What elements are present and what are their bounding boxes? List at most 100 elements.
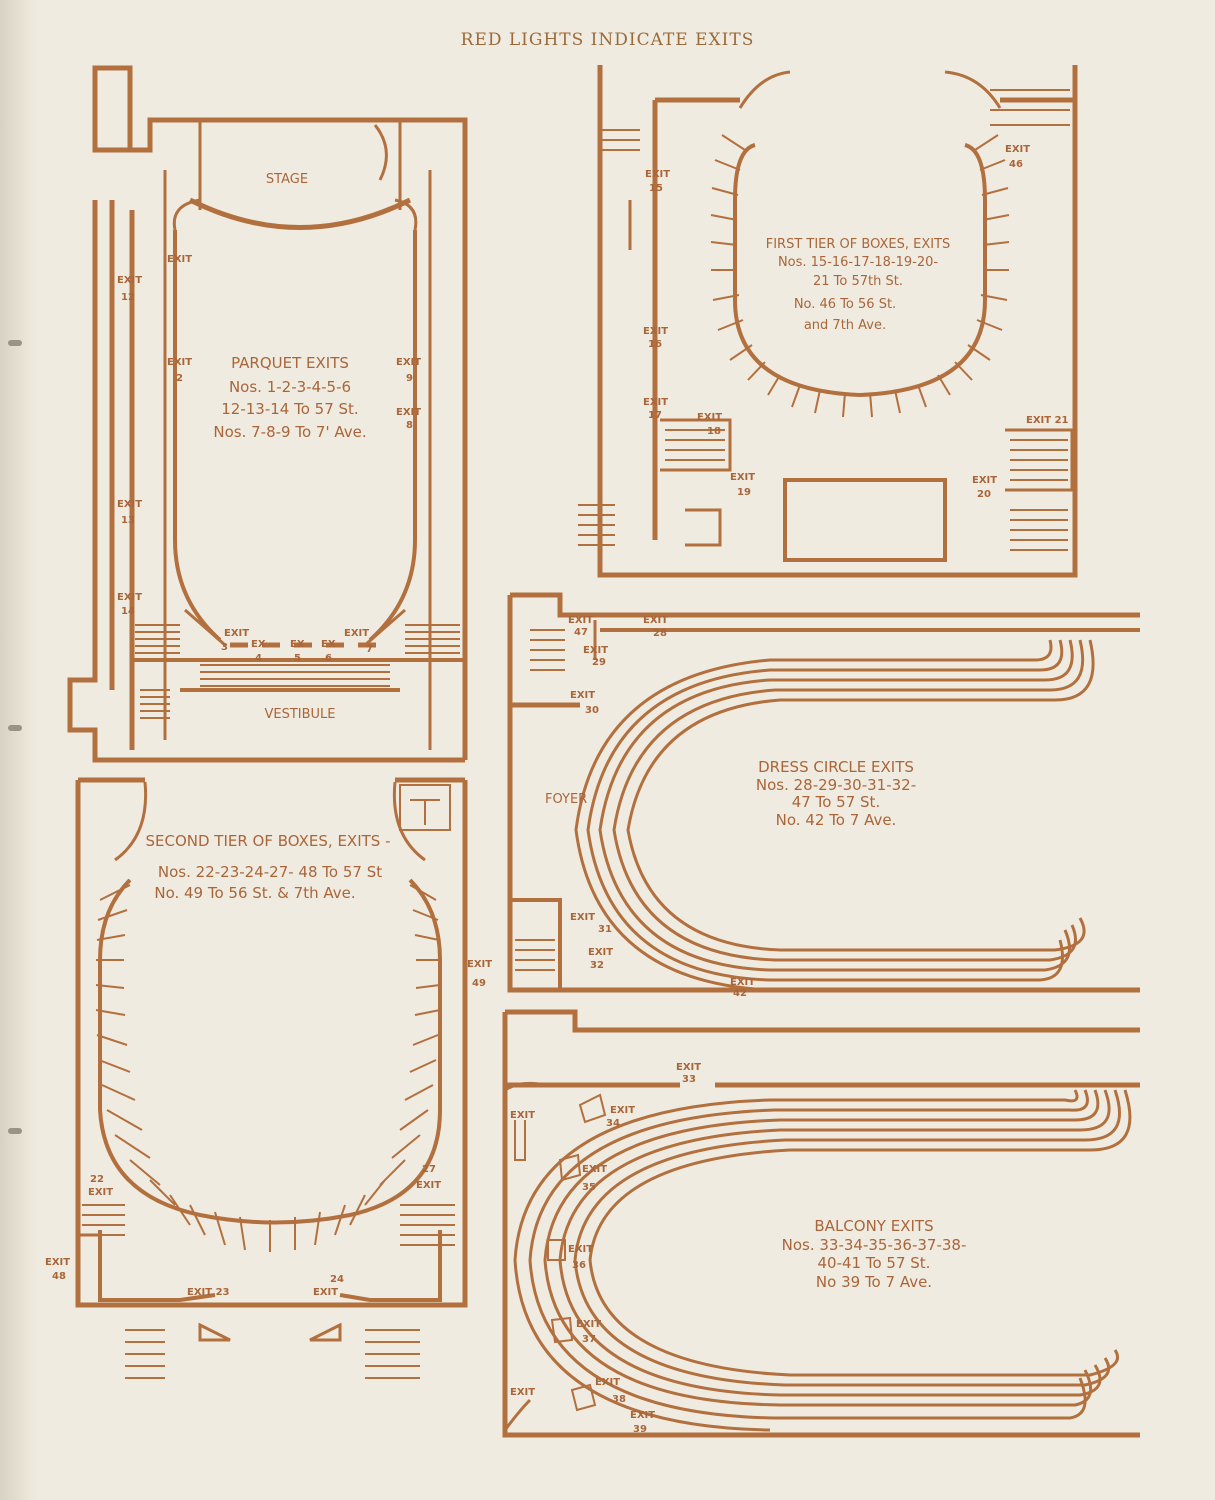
exit-36-word: EXIT xyxy=(568,1244,593,1255)
exit-13-number: 13 xyxy=(121,515,135,526)
exit-32-number: 32 xyxy=(590,960,604,971)
exit-33-word: EXIT xyxy=(676,1062,701,1073)
dress-circle-plan xyxy=(507,592,1140,993)
exit-19-word: EXIT xyxy=(730,472,755,483)
binding-staple xyxy=(8,725,22,731)
foyer-label: FOYER xyxy=(545,792,587,807)
second-tier-line-2: No. 49 To 56 St. & 7th Ave. xyxy=(154,884,355,902)
balcony-line-2: 40-41 To 57 St. xyxy=(818,1254,931,1272)
exit-13-word: EXIT xyxy=(117,499,142,510)
exit-28-word: EXIT xyxy=(643,615,668,626)
dress-circle-line-2: 47 To 57 St. xyxy=(792,793,880,811)
balcony-plan xyxy=(502,1009,1140,1438)
exit-28-number: 28 xyxy=(653,628,667,639)
first-tier-line-3: No. 46 To 56 St. xyxy=(794,297,896,312)
exit-left-top-label: EXIT xyxy=(510,1110,535,1121)
exit-22-word: EXIT xyxy=(88,1187,113,1198)
exit-19-number: 19 xyxy=(737,487,751,498)
balcony-heading: BALCONY EXITS xyxy=(814,1217,933,1235)
balcony-line-3: No 39 To 7 Ave. xyxy=(816,1273,932,1291)
first-tier-line-4: and 7th Ave. xyxy=(804,318,886,333)
exit-14-number: 14 xyxy=(121,606,135,617)
exit-34-number: 34 xyxy=(606,1118,620,1129)
parquet-line-1: Nos. 1-2-3-4-5-6 xyxy=(229,378,351,396)
parquet-heading: PARQUET EXITS xyxy=(231,354,349,372)
dress-circle-line-1: Nos. 28-29-30-31-32- xyxy=(756,776,916,794)
exit-27-word: EXIT xyxy=(416,1180,441,1191)
exit-5-number: 5 xyxy=(294,653,301,664)
exit-9-word: EXIT xyxy=(396,357,421,368)
page-title: RED LIGHTS INDICATE EXITS xyxy=(460,30,755,50)
exit-29-word: EXIT xyxy=(583,645,608,656)
exit-49-number: 49 xyxy=(472,978,486,989)
exit-20-number: 20 xyxy=(977,489,991,500)
exit-31-word: EXIT xyxy=(570,912,595,923)
second-tier-plan xyxy=(75,777,468,1379)
exit-47-word: EXIT xyxy=(568,615,593,626)
second-tier-heading: SECOND TIER OF BOXES, EXITS - xyxy=(145,832,390,850)
exit-38-word: EXIT xyxy=(595,1377,620,1388)
exit-3-number: 3 xyxy=(221,642,228,653)
parquet-line-2: 12-13-14 To 57 St. xyxy=(221,400,358,418)
exit-8-word: EXIT xyxy=(396,407,421,418)
exit-18-number: 18 xyxy=(707,426,721,437)
exit-39-number: 39 xyxy=(633,1424,647,1435)
exit-16-number: 16 xyxy=(648,339,662,350)
exit-47-number: 47 xyxy=(574,627,588,638)
exit-29-number: 29 xyxy=(592,657,606,668)
exit-8-number: 8 xyxy=(406,420,413,431)
exit-27-number: 27 xyxy=(422,1164,436,1175)
exit-5-word: EX xyxy=(290,639,305,650)
exit-30-number: 30 xyxy=(585,705,599,716)
exit-2-number: 2 xyxy=(176,373,183,384)
stage-label: STAGE xyxy=(266,172,308,187)
exit-4-word: EX xyxy=(251,639,266,650)
exit-42-word: EXIT xyxy=(730,977,755,988)
exit-4-number: 4 xyxy=(255,653,262,664)
exit-7-word: EXIT xyxy=(344,628,369,639)
parquet-plan xyxy=(67,65,468,763)
exit-2-word: EXIT xyxy=(167,357,192,368)
exit-48-number: 48 xyxy=(52,1271,66,1282)
exit-48-word: EXIT xyxy=(45,1257,70,1268)
vestibule-label: VESTIBULE xyxy=(264,707,335,722)
first-tier-line-2: 21 To 57th St. xyxy=(813,274,903,289)
exit-35-word: EXIT xyxy=(582,1164,607,1175)
exit-24-number: 24 xyxy=(330,1274,344,1285)
second-tier-line-1: Nos. 22-23-24-27- 48 To 57 St xyxy=(158,863,382,881)
exit-16-word: EXIT xyxy=(643,326,668,337)
dress-circle-heading: DRESS CIRCLE EXITS xyxy=(758,758,914,776)
exit-18-word: EXIT xyxy=(697,412,722,423)
first-tier-heading: FIRST TIER OF BOXES, EXITS xyxy=(766,237,951,252)
exit-32-word: EXIT xyxy=(588,947,613,958)
exit-17-word: EXIT xyxy=(643,397,668,408)
exit-49-word: EXIT xyxy=(467,959,492,970)
exit-7-number: 7 xyxy=(366,644,373,655)
exit-38-number: 38 xyxy=(612,1394,626,1405)
exit-15-number: 15 xyxy=(649,183,663,194)
exit-30-word: EXIT xyxy=(570,690,595,701)
exit-3-word: EXIT xyxy=(224,628,249,639)
page-binding-edge xyxy=(0,0,38,1500)
exit-14-word: EXIT xyxy=(117,592,142,603)
exit-6-word: EX xyxy=(321,639,336,650)
exit-34-word: EXIT xyxy=(610,1105,635,1116)
exit-42-number: 42 xyxy=(733,988,747,999)
exit-23-label: EXIT 23 xyxy=(187,1287,230,1298)
exit-35-number: 35 xyxy=(582,1182,596,1193)
exit-17-number: 17 xyxy=(648,410,662,421)
exit-33-number: 33 xyxy=(682,1074,696,1085)
dress-circle-line-3: No. 42 To 7 Ave. xyxy=(776,811,897,829)
exit-39-word: EXIT xyxy=(630,1410,655,1421)
exit-31-number: 31 xyxy=(598,924,612,935)
binding-staple xyxy=(8,340,22,346)
exit-37-number: 37 xyxy=(582,1334,596,1345)
exit-37-word: EXIT xyxy=(576,1319,601,1330)
exit-21-label: EXIT 21 xyxy=(1026,415,1069,426)
exit-12-number: 12 xyxy=(121,292,135,303)
first-tier-plan xyxy=(578,65,1078,578)
parquet-line-3: Nos. 7-8-9 To 7' Ave. xyxy=(213,423,366,441)
exit-36-number: 36 xyxy=(572,1260,586,1271)
exit-left-bottom-label: EXIT xyxy=(510,1387,535,1398)
